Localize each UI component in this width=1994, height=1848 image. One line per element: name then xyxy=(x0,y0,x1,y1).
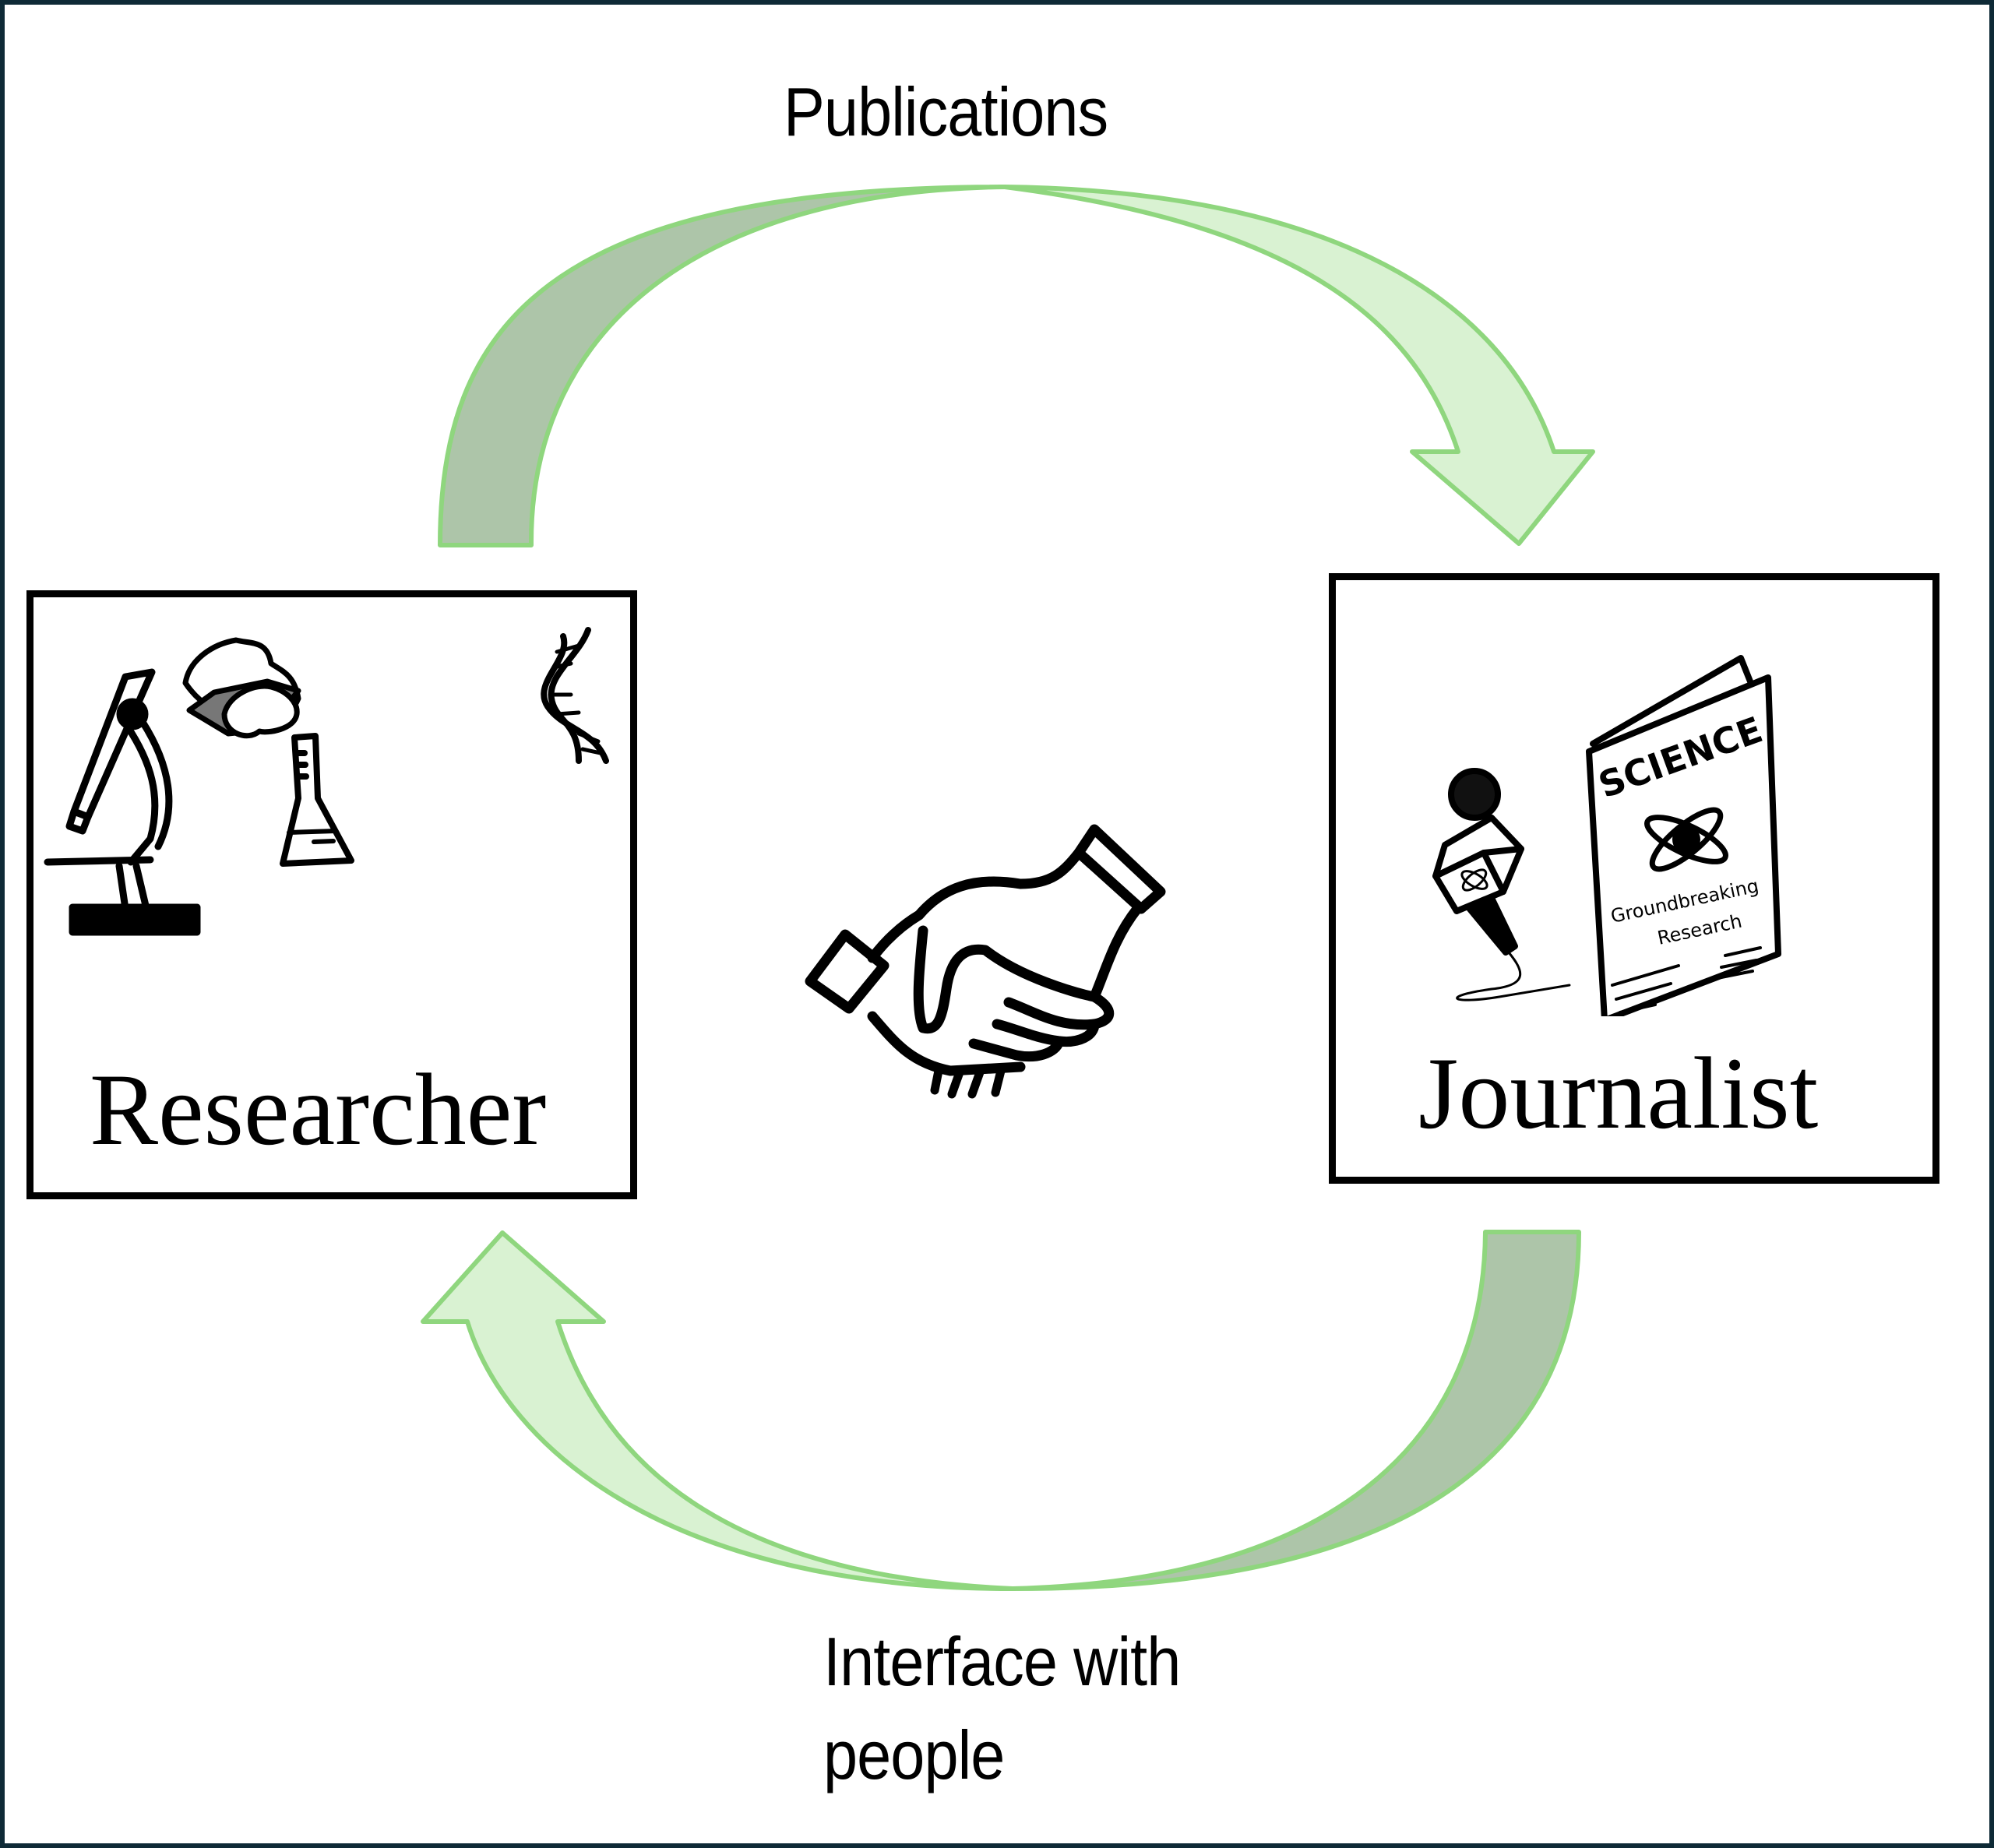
researcher-node: Researcher xyxy=(26,590,637,1199)
researcher-icons xyxy=(44,627,609,936)
publications-arrow-tail xyxy=(438,185,1007,547)
interface-arrow xyxy=(421,1230,1581,1591)
microphone-icon xyxy=(1432,768,1571,1001)
journalist-icons: SCIENCE Groundbreaking Research xyxy=(1432,655,1781,1016)
erlenmeyer-flask-icon xyxy=(280,733,354,867)
publications-arrow-head xyxy=(1002,185,1595,546)
dna-helix-icon xyxy=(541,627,609,764)
interface-arrow-tail xyxy=(1010,1230,1581,1591)
publications-arrow xyxy=(438,185,1595,547)
interface-label-line2: people xyxy=(823,1716,1005,1793)
publications-label: Publications xyxy=(784,73,1108,150)
interface-label-line1: Interface with xyxy=(823,1623,1181,1700)
journalist-title: Journalist xyxy=(1418,1036,1819,1150)
interface-arrow-head xyxy=(421,1230,1015,1591)
science-magazine-icon: SCIENCE Groundbreaking Research xyxy=(1586,655,1781,1016)
journalist-node: SCIENCE Groundbreaking Research Journali… xyxy=(1329,573,1939,1184)
researcher-title: Researcher xyxy=(90,1052,547,1167)
microscope-icon xyxy=(44,668,201,936)
safety-goggles-icon xyxy=(182,637,301,739)
handshake-icon xyxy=(805,824,1166,1099)
